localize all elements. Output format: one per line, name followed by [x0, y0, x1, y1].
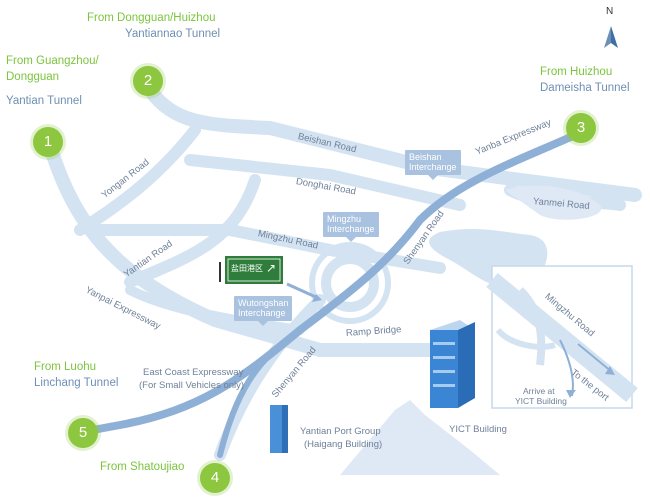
road-sign-text: 盐田港区	[231, 264, 263, 273]
entry-4-marker: 4	[200, 463, 230, 493]
entry-4-from: From Shatoujiao	[100, 461, 185, 473]
entry-2-tunnel: Yantiannao Tunnel	[125, 28, 221, 40]
entry-3-tunnel: Dameisha Tunnel	[540, 82, 630, 94]
port-group-building	[270, 405, 282, 453]
road-sign	[219, 256, 283, 284]
mingzhu-interchange-tag: Mingzhu Interchange	[323, 212, 379, 242]
yict-building-label: YICT Building	[449, 424, 507, 435]
entry-2-from: From Dongguan/Huizhou	[87, 12, 216, 24]
entry-5-from: From Luohu	[34, 361, 97, 373]
road-label-east-coast: East Coast Expressway	[143, 367, 244, 378]
beishan-interchange-tag: Beishan Interchange	[405, 150, 461, 180]
inset-map-shape	[486, 265, 638, 409]
entry-5-tunnel: Linchang Tunnel	[34, 377, 119, 389]
entry-1-marker: 1	[33, 127, 63, 157]
hill	[340, 400, 500, 475]
shenyan-highway-line	[217, 327, 303, 458]
entry-5-marker: 5	[68, 418, 98, 448]
wutongshan-interchange-line2: Interchange	[238, 308, 286, 319]
mingzhu-interchange-line2: Interchange	[327, 224, 375, 235]
port-group-label: Yantian Port Group	[300, 426, 381, 437]
beishan-road-line	[143, 83, 642, 202]
mingzhu-interchange-line1: Mingzhu	[327, 214, 362, 224]
mingzhu-interchange-loops	[309, 242, 391, 324]
road-label-east-coast-note: (For Small Vehicles only)	[139, 380, 245, 391]
sign-arrow	[286, 282, 319, 300]
main-highway-line	[78, 128, 586, 436]
beishan-interchange-line1: Beishan	[409, 152, 442, 162]
yongan-road-line	[74, 124, 201, 236]
wutongshan-interchange-line1: Wutongshan	[238, 298, 289, 308]
inset-arrive-label: Arrive at	[523, 386, 555, 396]
donghai-road-line	[184, 154, 466, 211]
beishan-interchange-line2: Interchange	[409, 162, 457, 173]
wutongshan-interchange-tag: Wutongshan Interchange	[234, 296, 293, 326]
entry-1-from-line2: Dongguan	[6, 71, 60, 83]
entry-2-marker: 2	[133, 66, 163, 96]
inset-arrive-building: YICT Building	[515, 396, 567, 406]
north-arrow-icon	[604, 26, 618, 48]
entry-3-marker: 3	[566, 113, 596, 143]
entry-1-tunnel: Yantian Tunnel	[6, 95, 82, 107]
sea-area-2	[505, 185, 602, 220]
entry-3-from: From Huizhou	[540, 66, 613, 78]
compass-label: N	[606, 6, 614, 17]
entry-1-from-line1: From Guangzhou/	[6, 55, 99, 67]
port-group-sublabel: (Haigang Building)	[304, 439, 383, 450]
road-sign-arrow-icon: ↗	[266, 261, 277, 275]
lower-branch-line	[125, 285, 305, 335]
yantian-road-line	[124, 174, 261, 288]
yict-building-shape	[430, 320, 475, 408]
